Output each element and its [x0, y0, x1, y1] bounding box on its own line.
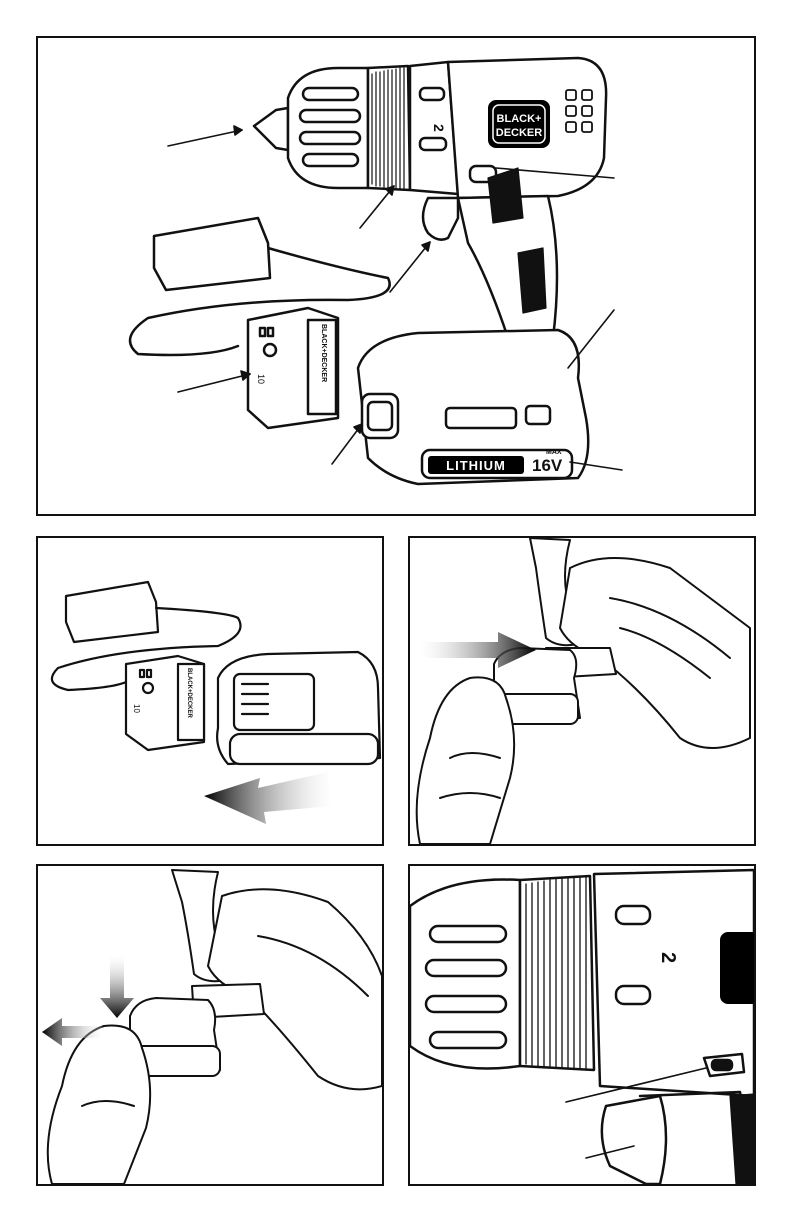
brand-line-1: BLACK+: [497, 113, 542, 125]
trigger-switch: [423, 198, 458, 240]
charger-indicator-symbol: 10: [132, 704, 141, 713]
charger-brand-label: BLACK+DECKER: [320, 324, 327, 382]
brand-line-2: DECKER: [496, 127, 543, 139]
charger-indicator-symbol: 10: [256, 374, 266, 384]
charger-brand-label: BLACK+DECKER: [186, 668, 192, 719]
press-release-arrow: [100, 956, 134, 1018]
brand-badge: [720, 932, 754, 1004]
keyless-chuck: [288, 68, 368, 188]
figure-d-removing-battery: [36, 864, 384, 1186]
figure-a-drill-overview: BLACK+ DECKER 2 BLACK+DECKER 10 LITHIUM …: [36, 36, 756, 516]
wall-adapter: [66, 582, 158, 642]
battery-voltage-label: 16V: [532, 456, 563, 475]
speed-setting-number: 2: [657, 952, 679, 963]
charging-illustration: BLACK+DECKER 10: [38, 538, 382, 844]
drill-overview-illustration: BLACK+ DECKER 2 BLACK+DECKER 10 LITHIUM …: [38, 38, 754, 514]
chuck-tip: [254, 108, 288, 150]
slide-direction-arrow: [204, 772, 332, 824]
figure-b-charging-battery: BLACK+DECKER 10: [36, 536, 384, 846]
torque-collar: [520, 876, 594, 1070]
remove-battery-illustration: [38, 866, 382, 1184]
insert-battery-illustration: [410, 538, 754, 844]
figure-e-trigger-closeup: 2: [408, 864, 756, 1186]
battery-max-label: MAX: [546, 449, 562, 456]
figure-c-inserting-battery: [408, 536, 756, 846]
trigger-switch: [602, 1096, 666, 1184]
battery-type-label: LITHIUM: [446, 458, 506, 473]
trigger-closeup-illustration: 2: [410, 866, 754, 1184]
hand-lower: [48, 1025, 150, 1184]
speed-setting-number: 2: [431, 124, 447, 132]
wall-adapter: [154, 218, 270, 290]
grip-texture: [730, 1094, 754, 1184]
hand-lower: [417, 677, 515, 844]
